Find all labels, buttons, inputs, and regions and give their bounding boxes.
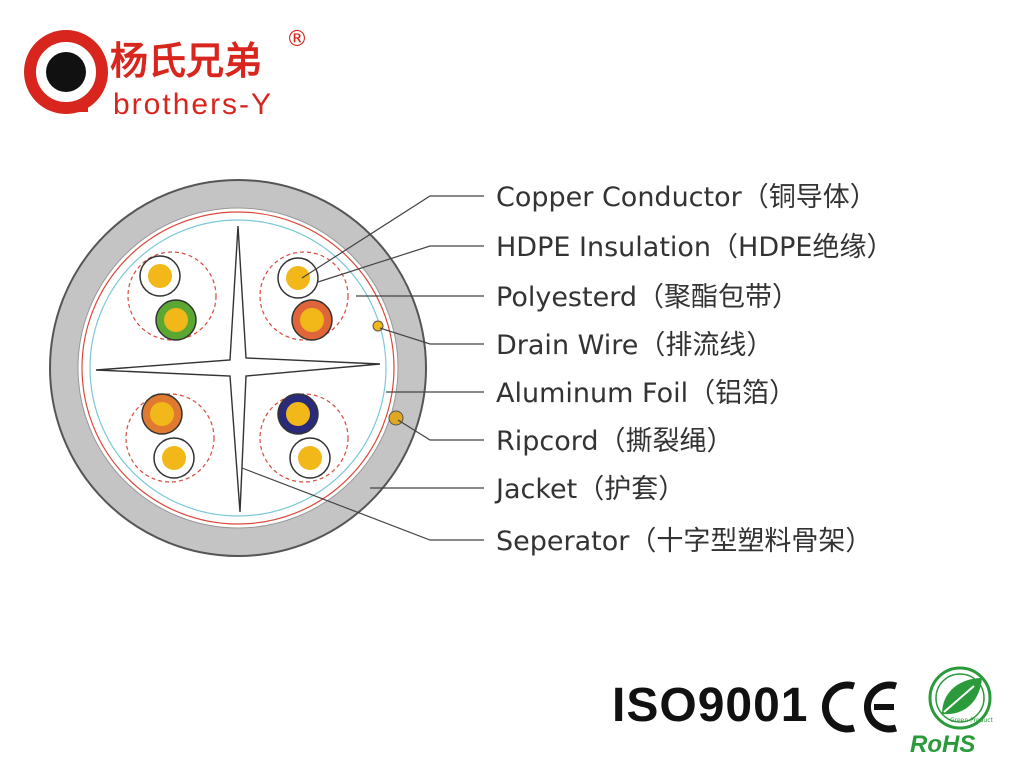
leader-copper-conductor [301, 195, 484, 279]
rohs-label: RoHS [910, 731, 975, 758]
label-polyester: Polyesterd（聚酯包带） [496, 282, 799, 313]
label-aluminum-foil: Aluminum Foil（铝箔） [496, 378, 796, 409]
brand-name-en: brothers-Y [113, 88, 273, 121]
label-copper-conductor: Copper Conductor（铜导体） [496, 182, 877, 213]
pair-top-right [259, 251, 349, 341]
label-separator: Seperator（十字型塑料骨架） [496, 526, 872, 557]
polyester-tape-ring [81, 211, 395, 525]
logo-base-icon [58, 106, 88, 112]
rohs-badge-icon: Green Product RoHS [910, 666, 994, 758]
label-ripcord: Ripcord（撕裂绳） [496, 426, 734, 457]
ripcord-dot [388, 410, 404, 426]
logo-dot-icon [46, 52, 86, 92]
pair-bottom-right [259, 393, 349, 483]
brand-name-cn: 杨氏兄弟 [110, 39, 262, 83]
registered-mark: ® [286, 27, 308, 52]
leader-ripcord [397, 419, 484, 441]
aluminum-foil-ring [89, 219, 387, 517]
leader-separator [241, 467, 484, 541]
leader-drain-wire [379, 327, 484, 345]
rohs-badge-text: Green Product [950, 717, 994, 724]
pair-bottom-left [125, 393, 215, 483]
ce-mark-icon [821, 681, 898, 733]
copper-conductor-dot [148, 264, 172, 288]
drain-wire-dot [372, 320, 384, 332]
cross-separator [95, 225, 381, 513]
label-drain-wire: Drain Wire（排流线） [496, 330, 773, 361]
iso9001-mark: ISO9001 [612, 679, 809, 732]
label-jacket: Jacket（护套） [494, 474, 685, 505]
brand-logo: 杨氏兄弟 brothers-Y ® [24, 27, 308, 121]
label-hdpe-insulation: HDPE Insulation（HDPE绝缘） [496, 232, 893, 263]
leader-hdpe-insulation [317, 245, 484, 283]
pair-top-left [127, 251, 217, 341]
